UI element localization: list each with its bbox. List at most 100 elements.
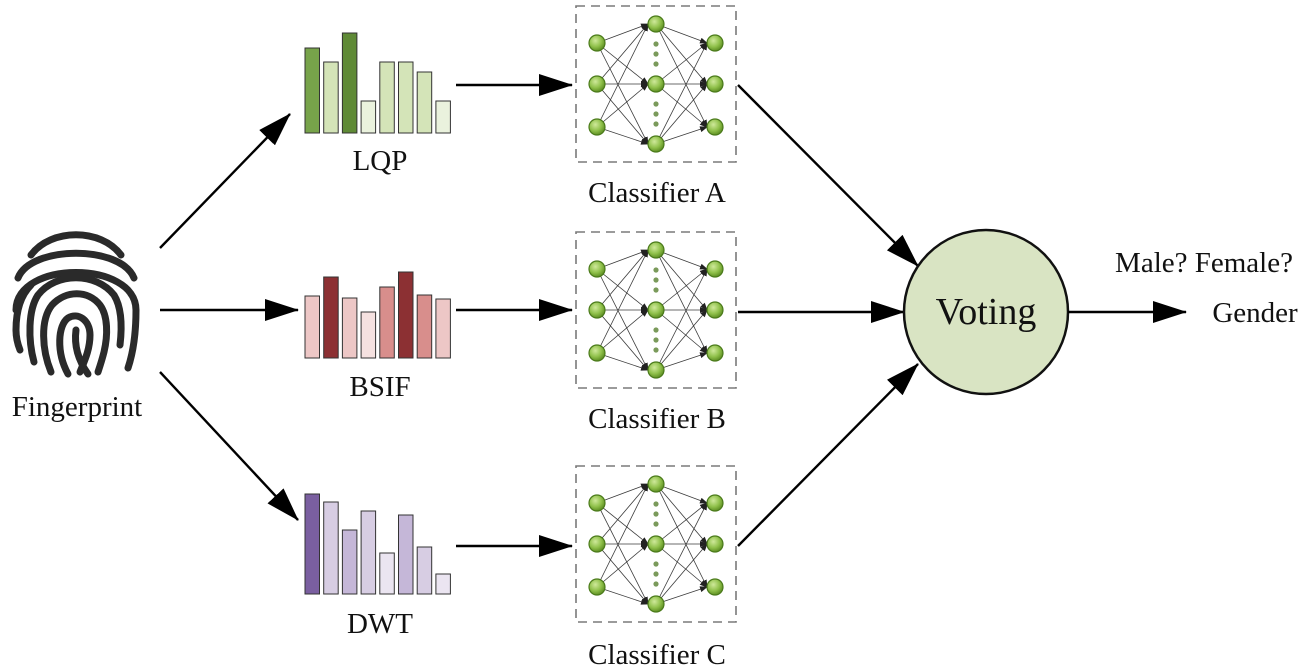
network-node <box>706 494 724 512</box>
network-node <box>706 301 724 319</box>
network-edge <box>596 23 649 85</box>
ellipsis-dot <box>653 51 659 57</box>
network-edge <box>655 23 708 85</box>
network-edge <box>655 352 708 371</box>
histogram-bar <box>323 501 339 595</box>
network-node <box>588 260 606 278</box>
network-edge <box>596 352 649 371</box>
network-edge <box>655 42 708 145</box>
network-edge <box>655 249 708 311</box>
histogram-bar <box>435 100 451 134</box>
ellipsis-dot <box>653 111 659 117</box>
network-edge <box>655 42 708 85</box>
ellipsis-dot <box>653 511 659 517</box>
histogram-bar <box>398 61 414 134</box>
network-edge <box>596 83 649 128</box>
ellipsis-dot <box>653 41 659 47</box>
network-edge <box>596 586 649 605</box>
ellipsis-dot <box>653 327 659 333</box>
ellipsis-dot <box>653 121 659 127</box>
network-edge <box>655 268 708 371</box>
ellipsis-dot <box>653 501 659 507</box>
network-edge <box>596 309 649 371</box>
histogram-bar <box>360 311 377 359</box>
arrow-classifier-c-to-voting <box>737 363 919 547</box>
histogram-bar <box>323 276 339 359</box>
network-node <box>647 241 665 259</box>
histogram-bar <box>379 286 395 359</box>
histogram-bar <box>341 529 358 595</box>
output-question: Male? Female? <box>1115 247 1293 279</box>
network-edge <box>596 268 649 311</box>
network-edge <box>596 249 649 354</box>
network-edge <box>655 502 708 605</box>
network-edge <box>596 42 649 145</box>
network-edge <box>655 23 708 128</box>
ellipsis-dot <box>653 347 659 353</box>
ellipsis-dot <box>653 267 659 273</box>
feature-histogram-dwt <box>304 493 451 595</box>
histogram-bar <box>416 546 433 595</box>
histogram-bar <box>398 514 414 595</box>
network-edge <box>596 23 649 128</box>
network-node <box>706 578 724 596</box>
network-node <box>588 535 606 553</box>
ellipsis-dot <box>653 571 659 577</box>
histogram-bar <box>341 297 358 359</box>
classifier-network-a <box>575 5 737 163</box>
network-edge <box>655 483 708 504</box>
arrow-classifier-a-to-voting <box>737 84 919 267</box>
network-edge <box>655 249 708 270</box>
histogram-bar <box>304 295 320 359</box>
arrow-fingerprint-to-lqp <box>159 113 291 249</box>
network-node <box>647 475 665 493</box>
network-edge <box>655 543 708 605</box>
network-edge <box>596 483 649 545</box>
network-edge <box>596 543 649 588</box>
histogram-bar <box>360 100 377 134</box>
network-node <box>647 135 665 153</box>
ellipsis-dot <box>653 277 659 283</box>
network-node <box>647 301 665 319</box>
network-edge <box>655 249 708 354</box>
input-label: Fingerprint <box>12 391 143 423</box>
classifier-label-a: Classifier A <box>588 177 726 209</box>
network-edge <box>596 502 649 545</box>
network-edge <box>655 83 708 128</box>
network-edge <box>655 543 708 588</box>
network-edge <box>596 483 649 588</box>
network-edge <box>596 42 649 85</box>
network-node <box>647 75 665 93</box>
network-edge <box>596 309 649 354</box>
network-node <box>588 344 606 362</box>
feature-histogram-bsif <box>304 271 451 359</box>
output-label: Gender <box>1212 297 1298 329</box>
histogram-bar <box>341 32 358 134</box>
network-edge <box>596 268 649 371</box>
histogram-bar <box>323 61 339 134</box>
histogram-bar <box>379 552 395 595</box>
network-node <box>588 301 606 319</box>
feature-label-dwt: DWT <box>347 608 413 640</box>
ellipsis-dot <box>653 337 659 343</box>
network-edge <box>596 249 649 270</box>
histogram-bar <box>435 298 451 359</box>
network-edge <box>596 543 649 605</box>
classifier-box <box>575 465 737 623</box>
histogram-bar <box>304 47 320 134</box>
histogram-bar <box>398 271 414 359</box>
network-edge <box>655 483 708 545</box>
fingerprint-icon <box>12 231 140 378</box>
classifier-label-b: Classifier B <box>588 403 726 435</box>
network-node <box>706 344 724 362</box>
network-node <box>706 535 724 553</box>
network-edge <box>596 83 649 145</box>
histogram-bar <box>416 294 433 359</box>
network-edge <box>596 126 649 145</box>
network-edge <box>655 586 708 605</box>
network-edge <box>596 483 649 504</box>
network-node <box>647 15 665 33</box>
histogram-bar <box>379 61 395 134</box>
network-edge <box>655 483 708 588</box>
ellipsis-dot <box>653 521 659 527</box>
